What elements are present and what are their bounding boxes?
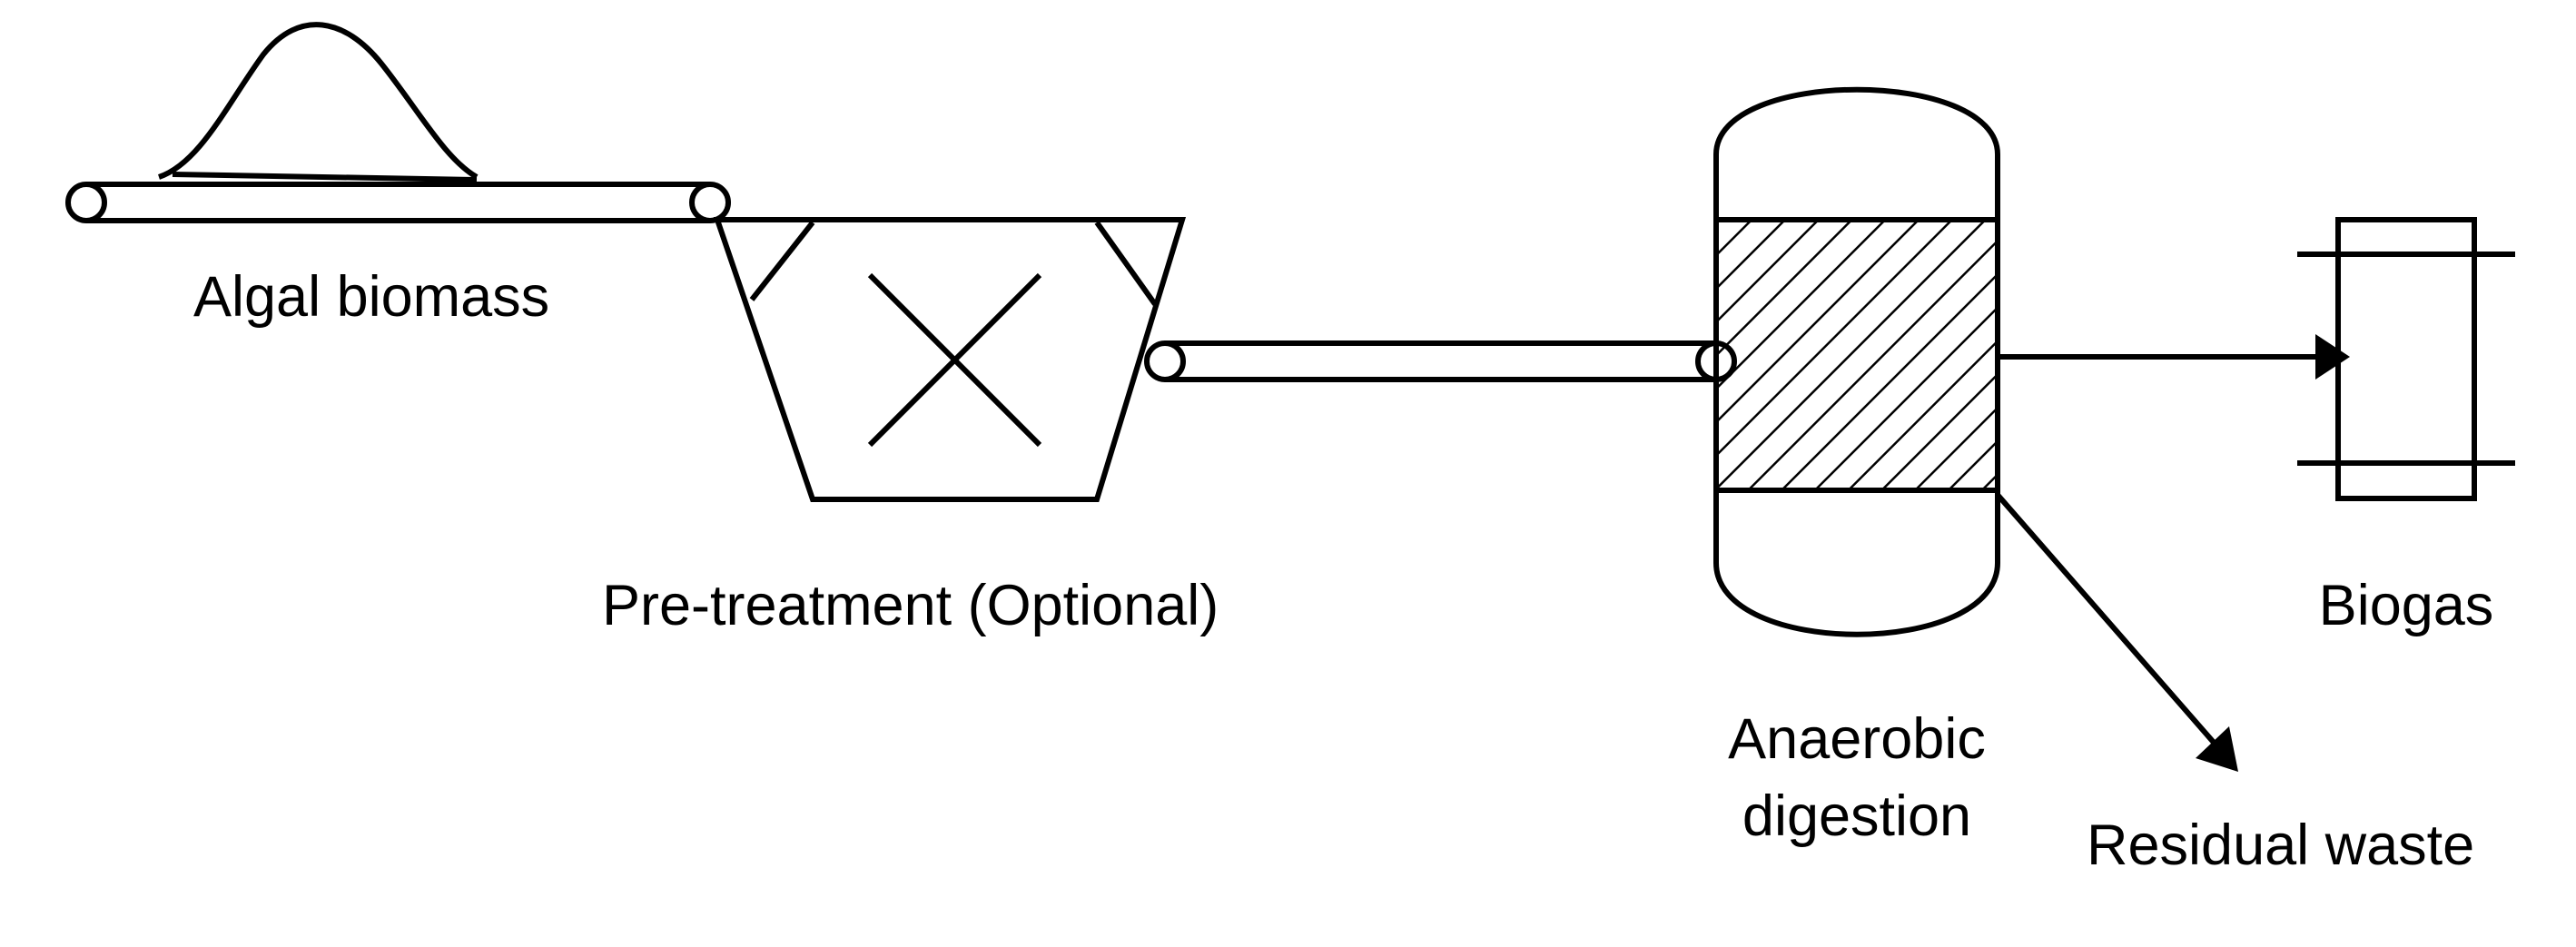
label-anaerobic-line1: Anaerobic bbox=[1728, 707, 1986, 771]
label-biogas: Biogas bbox=[2319, 574, 2494, 637]
conveyor-roller-right bbox=[689, 182, 731, 223]
biomass-pile bbox=[157, 22, 479, 180]
conveyor-roller-left bbox=[1144, 340, 1186, 382]
input-conveyor bbox=[65, 182, 731, 223]
biogas-flow-arrow bbox=[1998, 334, 2350, 380]
digester-vessel-icon bbox=[1713, 86, 2000, 637]
label-anaerobic-line2: digestion bbox=[1742, 784, 1971, 848]
residual-waste-arrow bbox=[1995, 493, 2238, 772]
transfer-conveyor bbox=[1144, 340, 1737, 382]
conveyor-roller-left bbox=[65, 182, 107, 223]
pretreatment-hopper-icon bbox=[713, 217, 1187, 502]
gas-holder-icon bbox=[2297, 217, 2515, 501]
label-algal-biomass: Algal biomass bbox=[193, 265, 549, 329]
label-residual-waste: Residual waste bbox=[2087, 814, 2474, 877]
label-pretreatment: Pre-treatment (Optional) bbox=[602, 574, 1219, 637]
biomass-pile-base bbox=[172, 172, 478, 182]
